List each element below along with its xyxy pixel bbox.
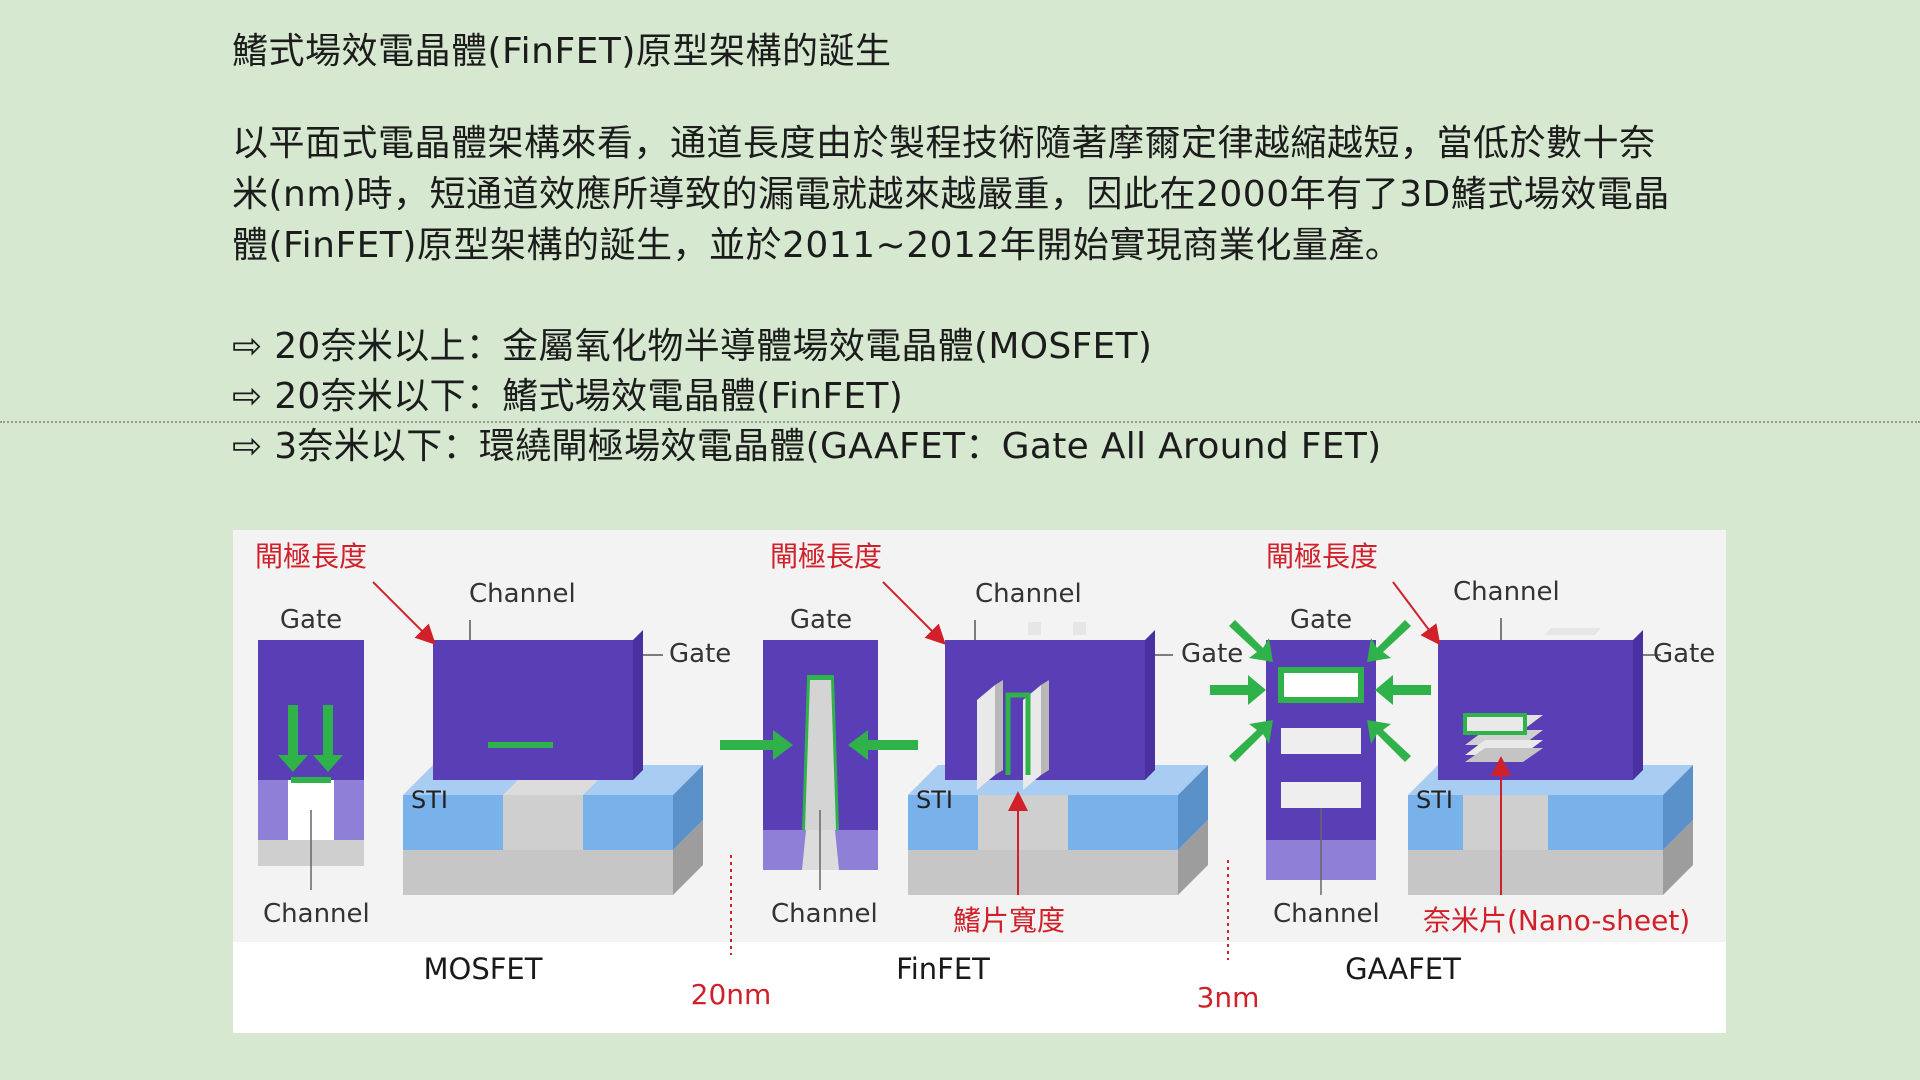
right-arrow-icon (1210, 675, 1266, 705)
down-arrow-icon (313, 705, 343, 772)
mosfet-gate-block (433, 640, 633, 780)
node-20nm-label: 20nm (691, 978, 772, 1011)
diagonal-arrow-icon (1229, 720, 1273, 762)
channel-label: Channel (975, 579, 1082, 609)
sti-label: STI (411, 786, 448, 814)
channel-label: Channel (1453, 577, 1560, 607)
mosfet-label: MOSFET (424, 952, 543, 986)
gate-label: Gate (1653, 639, 1715, 669)
intro-paragraph: 以平面式電晶體架構來看，通道長度由於製程技術隨著摩爾定律越縮越短，當低於數十奈 … (232, 118, 1752, 271)
diagonal-arrow-icon (1229, 620, 1273, 662)
transistor-structure-figure: 閘極長度 Gate Channel Gate STI Channel (233, 530, 1726, 1033)
slide-divider (0, 421, 1920, 423)
channel-label: Channel (469, 579, 576, 609)
mosfet-gate-cross (258, 640, 364, 780)
paragraph-line: 米(nm)時，短通道效應所導致的漏電就越來越嚴重，因此在2000年有了3D鰭式場… (232, 174, 1670, 215)
sti-label: STI (1416, 786, 1453, 814)
fin-width-label: 鰭片寬度 (953, 904, 1065, 937)
left-arrow-icon (1375, 675, 1431, 705)
gate-label: Gate (790, 605, 852, 635)
channel-label: Channel (1273, 899, 1380, 929)
gate-length-label: 閘極長度 (255, 540, 367, 573)
bullet-finfet: ⇨ 20奈米以下：鰭式場效電晶體(FinFET) (232, 376, 904, 417)
paragraph-line: 體(FinFET)原型架構的誕生，並於2011~2012年開始實現商業化量產。 (232, 225, 1402, 266)
node-list: ⇨ 20奈米以上：金屬氧化物半導體場效電晶體(MOSFET) ⇨ 20奈米以下：… (232, 322, 1381, 472)
mosfet-diagram (258, 620, 703, 895)
nanosheet-label: 奈米片(Nano-sheet) (1423, 904, 1690, 937)
diagonal-arrow-icon (1367, 720, 1411, 762)
nanosheet-cross-top (1278, 667, 1364, 703)
diagonal-arrow-icon (1367, 620, 1411, 662)
gaafet-diagram (1210, 618, 1693, 895)
bullet-mosfet: ⇨ 20奈米以上：金屬氧化物半導體場效電晶體(MOSFET) (232, 326, 1153, 367)
channel-label: Channel (263, 899, 370, 929)
gaafet-gate-block (1438, 640, 1633, 780)
bullet-gaafet: ⇨ 3奈米以下：環繞閘極場效電晶體(GAAFET：Gate All Around… (232, 426, 1382, 467)
right-arrow-icon (720, 730, 793, 760)
node-3nm-label: 3nm (1197, 981, 1260, 1014)
gate-label: Gate (280, 605, 342, 635)
gate-label: Gate (669, 639, 731, 669)
slide-title: 鰭式場效電晶體(FinFET)原型架構的誕生 (232, 31, 892, 72)
transistor-diagram: 閘極長度 Gate Channel Gate STI Channel (233, 530, 1726, 1014)
gate-length-label: 閘極長度 (770, 540, 882, 573)
channel-label: Channel (771, 899, 878, 929)
finfet-label: FinFET (896, 952, 990, 986)
left-arrow-icon (848, 730, 918, 760)
paragraph-line: 以平面式電晶體架構來看，通道長度由於製程技術隨著摩爾定律越縮越短，當低於數十奈 (232, 123, 1656, 164)
gate-label: Gate (1181, 639, 1243, 669)
gaafet-label: GAAFET (1345, 952, 1461, 986)
down-arrow-icon (278, 705, 308, 772)
gate-label: Gate (1290, 605, 1352, 635)
finfet-diagram (720, 620, 1208, 895)
sti-label: STI (916, 786, 953, 814)
gate-length-label: 閘極長度 (1266, 540, 1378, 573)
